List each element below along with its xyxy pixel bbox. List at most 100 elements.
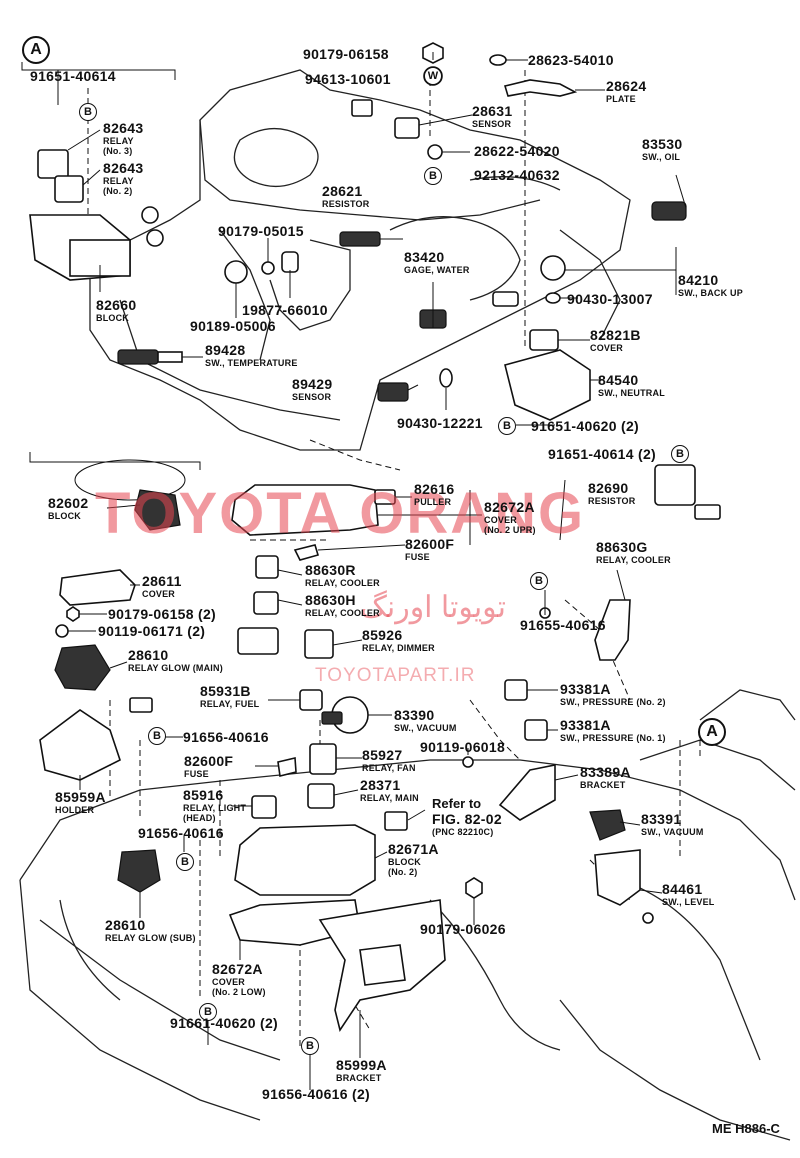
part-number-28371[interactable]: 28371 — [360, 777, 401, 793]
part-desc-28631: SENSOR — [472, 119, 512, 129]
part-number-90179-05015[interactable]: 90179-05015 — [218, 223, 304, 239]
part-number-82821b[interactable]: 82821B — [590, 327, 641, 343]
part-number-93381a-1[interactable]: 93381A — [560, 717, 611, 733]
part-number-82690[interactable]: 82690 — [588, 480, 629, 496]
part-desc-83391: SW., VACUUM — [641, 827, 704, 837]
callout-W: W — [424, 67, 442, 85]
part-desc-28610-main: RELAY GLOW (MAIN) — [128, 663, 223, 673]
part-number-28623-54010[interactable]: 28623-54010 — [528, 52, 614, 68]
part-number-28622-54020[interactable]: 28622-54020 — [474, 143, 560, 159]
diagram-ref-code: ME H886-C — [712, 1121, 780, 1136]
part-desc-88630g: RELAY, COOLER — [596, 555, 671, 565]
part-desc-82672a-upr: COVER (No. 2 UPR) — [484, 515, 536, 535]
part-desc-82600f-b: FUSE — [184, 769, 209, 779]
part-number-90179-06158-top[interactable]: 90179-06158 — [303, 46, 389, 62]
part-number-82643-b[interactable]: 82643 — [103, 160, 144, 176]
part-number-91655-40616[interactable]: 91655-40616 — [520, 617, 606, 633]
part-number-90430-12221[interactable]: 90430-12221 — [397, 415, 483, 431]
part-desc-85926: RELAY, DIMMER — [362, 643, 435, 653]
part-number-28624[interactable]: 28624 — [606, 78, 647, 94]
part-number-82600f-a[interactable]: 82600F — [405, 536, 455, 552]
part-number-90179-06158-2[interactable]: 90179-06158 (2) — [108, 606, 217, 622]
part-number-85926[interactable]: 85926 — [362, 627, 403, 643]
part-number-83530[interactable]: 83530 — [642, 136, 683, 152]
part-number-84461[interactable]: 84461 — [662, 881, 703, 897]
part-number-93381a-2[interactable]: 93381A — [560, 681, 611, 697]
part-desc-28621: RESISTOR — [322, 199, 370, 209]
part-number-83420[interactable]: 83420 — [404, 249, 445, 265]
part-number-83391[interactable]: 83391 — [641, 811, 682, 827]
part-number-90119-06018[interactable]: 90119-06018 — [420, 739, 506, 755]
part-number-91656-40616-a[interactable]: 91656-40616 — [183, 729, 269, 745]
part-desc-85927: RELAY, FAN — [362, 763, 416, 773]
part-desc-89429: SENSOR — [292, 392, 332, 402]
refer-to-text: Refer to — [432, 796, 482, 811]
part-desc-82616: PULLER — [414, 497, 452, 507]
part-number-88630g[interactable]: 88630G — [596, 539, 648, 555]
part-number-91656-40616-c[interactable]: 91656-40616 (2) — [262, 1086, 371, 1102]
part-number-92132-40632[interactable]: 92132-40632 — [474, 167, 560, 183]
part-desc-93381a-1: SW., PRESSURE (No. 1) — [560, 733, 666, 743]
part-number-82600f-b[interactable]: 82600F — [184, 753, 234, 769]
part-number-82616[interactable]: 82616 — [414, 481, 455, 497]
part-number-90189-05006[interactable]: 90189-05006 — [190, 318, 276, 334]
part-number-91651-40614-2[interactable]: 91651-40614 (2) — [548, 446, 657, 462]
part-desc-85931b: RELAY, FUEL — [200, 699, 260, 709]
part-desc-85959a: HOLDER — [55, 805, 95, 815]
part-number-88630r[interactable]: 88630R — [305, 562, 356, 578]
part-desc-82643-a: RELAY (No. 3) — [103, 136, 134, 156]
callout-B: B — [301, 1037, 319, 1055]
part-number-28610-sub[interactable]: 28610 — [105, 917, 146, 933]
part-desc-82672a-low: COVER (No. 2 LOW) — [212, 977, 266, 997]
part-number-82671a[interactable]: 82671A — [388, 841, 439, 857]
part-number-89429[interactable]: 89429 — [292, 376, 333, 392]
leader-brackets — [21, 62, 701, 1050]
part-number-85931b[interactable]: 85931B — [200, 683, 251, 699]
part-number-94613-10601[interactable]: 94613-10601 — [305, 71, 391, 87]
part-number-82660[interactable]: 82660 — [96, 297, 137, 313]
part-desc-82660: BLOCK — [96, 313, 129, 323]
part-number-82602[interactable]: 82602 — [48, 495, 89, 511]
part-number-90179-06026[interactable]: 90179-06026 — [420, 921, 506, 937]
part-desc-82600f-a: FUSE — [405, 552, 430, 562]
part-desc-85916: RELAY, LIGHT (HEAD) — [183, 803, 247, 823]
part-number-89428[interactable]: 89428 — [205, 342, 246, 358]
car-body-drawing — [19, 689, 796, 1141]
part-number-90430-13007[interactable]: 90430-13007 — [567, 291, 653, 307]
part-number-84210[interactable]: 84210 — [678, 272, 719, 288]
part-number-85999a[interactable]: 85999A — [336, 1057, 387, 1073]
part-number-28610-main[interactable]: 28610 — [128, 647, 169, 663]
part-number-83390[interactable]: 83390 — [394, 707, 435, 723]
part-number-90119-06171[interactable]: 90119-06171 (2) — [98, 623, 206, 639]
part-number-82643-a[interactable]: 82643 — [103, 120, 144, 136]
part-number-88630h[interactable]: 88630H — [305, 592, 356, 608]
callout-B: B — [530, 572, 548, 590]
callout-B: B — [176, 853, 194, 871]
part-desc-82602: BLOCK — [48, 511, 81, 521]
part-number-28611[interactable]: 28611 — [142, 573, 182, 589]
part-number-82672a-upr[interactable]: 82672A — [484, 499, 535, 515]
part-number-91661-40620[interactable]: 91661-40620 (2) — [170, 1015, 279, 1031]
refer-to-figure-link[interactable]: FIG. 82-02 — [432, 811, 502, 827]
part-desc-93381a-2: SW., PRESSURE (No. 2) — [560, 697, 666, 707]
part-number-83389a[interactable]: 83389A — [580, 764, 631, 780]
part-number-91656-40616-b[interactable]: 91656-40616 — [138, 825, 224, 841]
part-number-82672a-low[interactable]: 82672A — [212, 961, 263, 977]
part-desc-82643-b: RELAY (No. 2) — [103, 176, 134, 196]
part-number-85916[interactable]: 85916 — [183, 787, 224, 803]
part-number-84540[interactable]: 84540 — [598, 372, 639, 388]
part-number-19877-66010[interactable]: 19877-66010 — [242, 302, 328, 318]
callout-B: B — [671, 445, 689, 463]
callout-B: B — [424, 167, 442, 185]
part-number-28631[interactable]: 28631 — [472, 103, 513, 119]
part-number-91651-40614-top[interactable]: 91651-40614 — [30, 68, 116, 84]
part-number-85927[interactable]: 85927 — [362, 747, 403, 763]
refer-to-pnc: (PNC 82210C) — [432, 827, 494, 837]
part-number-28621[interactable]: 28621 — [322, 183, 363, 199]
part-number-91651-40620[interactable]: 91651-40620 (2) — [531, 418, 640, 434]
part-desc-84540: SW., NEUTRAL — [598, 388, 665, 398]
callout-B: B — [79, 103, 97, 121]
part-number-85959a[interactable]: 85959A — [55, 789, 106, 805]
part-desc-89428: SW., TEMPERATURE — [205, 358, 298, 368]
part-desc-88630h: RELAY, COOLER — [305, 608, 380, 618]
